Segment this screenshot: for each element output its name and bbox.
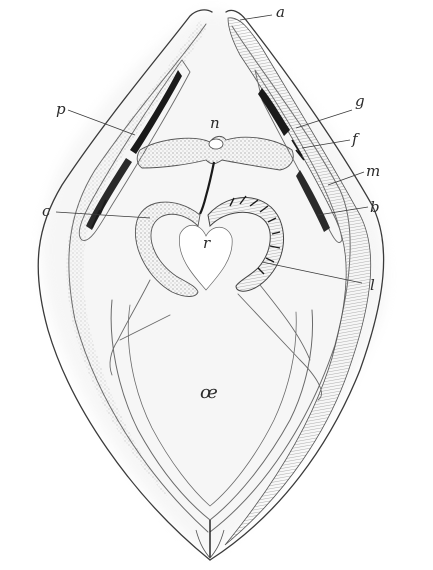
- label-c: c: [42, 202, 51, 220]
- background-wash: [42, 12, 386, 555]
- label-oe: œ: [200, 382, 218, 403]
- label-l: l: [370, 276, 375, 294]
- label-g: g: [355, 92, 365, 110]
- label-n: n: [210, 114, 220, 132]
- label-f: f: [351, 130, 360, 148]
- label-m: m: [366, 162, 380, 180]
- label-r: r: [203, 234, 211, 252]
- label-a: a: [276, 3, 285, 21]
- label-p: p: [56, 100, 66, 118]
- label-b: b: [370, 198, 380, 216]
